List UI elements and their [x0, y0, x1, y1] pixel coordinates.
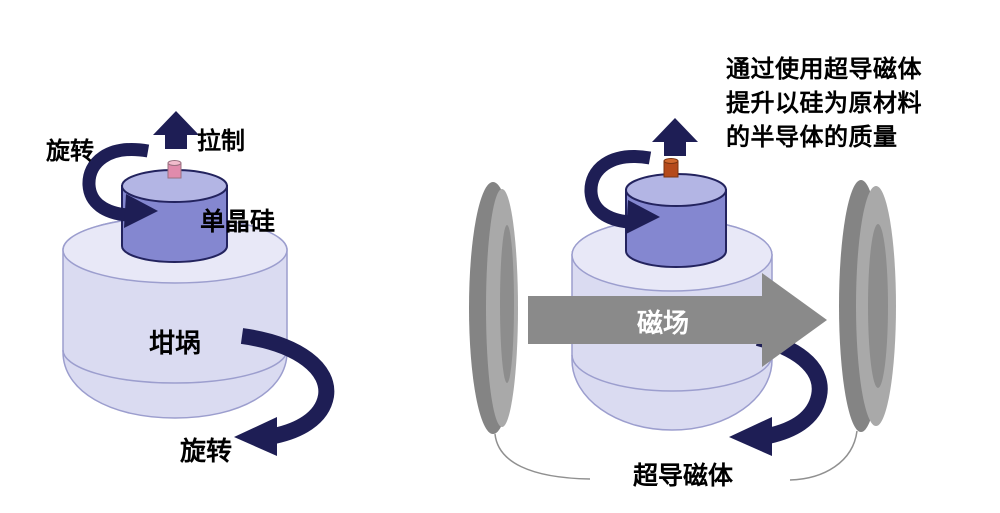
left-diagram [62, 111, 335, 456]
right-diagram [469, 118, 896, 481]
pull-arrow-icon [153, 111, 199, 149]
magnet-right-hole [868, 224, 888, 388]
caption-line-2: 提升以硅为原材料 [726, 90, 922, 117]
magnet-disc-left [469, 182, 518, 434]
crucible-rotation-arrowhead [234, 417, 277, 456]
seed-crystal-top-right [663, 158, 679, 164]
crucible-bowl-line-right [571, 354, 773, 392]
caption-line-1: 通过使用超导磁体 [726, 56, 922, 83]
magnet-label: 超导磁体 [633, 462, 734, 490]
rotate-bottom-label: 旋转 [180, 436, 233, 466]
magnet-leader-line-left [494, 433, 591, 480]
magnet-left-hole [500, 225, 514, 383]
crucible-rotation-arrowhead-right [729, 417, 772, 456]
crystal-rotation-arrow [82, 143, 150, 222]
pull-label: 拉制 [197, 128, 245, 155]
caption-line-3: 的半导体的质量 [726, 124, 898, 151]
crucible-bowl-line [62, 349, 288, 384]
crucible-rotation-arrow [240, 328, 335, 444]
magnet-disc-right [839, 180, 896, 432]
crystal-rotation-arrowhead [124, 194, 158, 228]
crystal-body [121, 185, 228, 263]
seed-crystal-top [167, 160, 182, 166]
crystal-label: 单晶硅 [200, 208, 276, 236]
crystal-rotation-arrowhead-right [626, 200, 660, 234]
crystal-top-face-right [625, 173, 727, 207]
magnet-leader-line-right [789, 430, 858, 481]
pull-arrow-icon-right [652, 118, 698, 156]
field-label: 磁场 [637, 308, 690, 338]
right-diagram-caption: 通过使用超导磁体 提升以硅为原材料 的半导体的质量 [726, 53, 922, 155]
crucible-rotation-arrow-right [755, 330, 828, 444]
crystal-rotation-arrow-right [584, 150, 652, 229]
field-arrow [528, 273, 827, 367]
rotate-top-label: 旋转 [46, 138, 94, 165]
crystal-body-right [625, 189, 727, 268]
crucible-label: 坩埚 [149, 328, 202, 358]
